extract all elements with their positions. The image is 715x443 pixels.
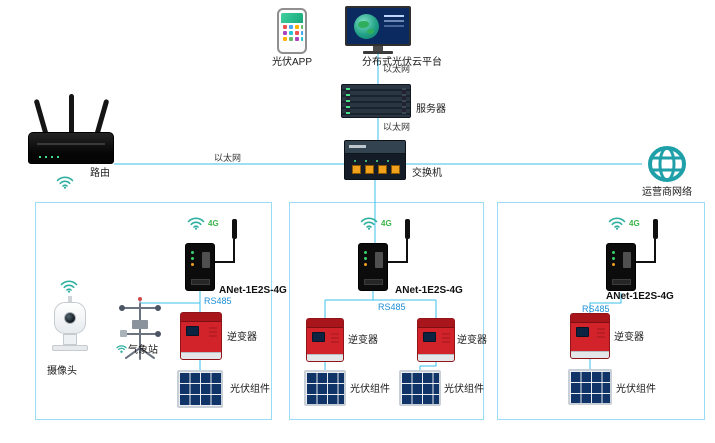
gateway-body bbox=[606, 243, 636, 291]
pv-module-label-2b: 光伏组件 bbox=[444, 384, 484, 395]
camera-lens bbox=[64, 312, 76, 324]
inverter-display bbox=[576, 327, 589, 337]
4g-badge: 4G bbox=[381, 219, 392, 228]
monitor-base bbox=[363, 51, 393, 54]
gateway-leds bbox=[364, 251, 367, 254]
wifi-icon-camera bbox=[60, 280, 78, 293]
pv-module-label-1: 光伏组件 bbox=[230, 384, 270, 395]
inverter-icon-2b bbox=[417, 318, 455, 362]
anet-gateway-icon-3: 4G bbox=[606, 217, 670, 295]
gateway-port bbox=[364, 279, 383, 285]
zone-plant-3 bbox=[497, 202, 705, 420]
ethernet-label-3: 以太网 bbox=[214, 153, 242, 163]
router-antenna-right bbox=[94, 98, 110, 137]
switch-label: 交换机 bbox=[412, 168, 442, 179]
switch-brand-mark bbox=[349, 145, 366, 148]
weather-station-label: 气象站 bbox=[128, 345, 158, 356]
pv-module-label-3: 光伏组件 bbox=[616, 384, 656, 395]
smartphone-icon bbox=[277, 8, 307, 54]
inverter-display bbox=[423, 332, 436, 342]
gateway-leds bbox=[191, 251, 194, 254]
pv-module-label-2a: 光伏组件 bbox=[350, 384, 390, 395]
screen-text-lines bbox=[384, 15, 404, 17]
rs485-label-3: RS485 bbox=[582, 304, 610, 314]
cloud-platform-label: 分布式光伏云平台 bbox=[362, 57, 442, 68]
inverter-icon-3 bbox=[570, 313, 610, 359]
wifi-icon-anet-2 bbox=[360, 217, 378, 230]
zone-plant-1 bbox=[35, 202, 272, 420]
inverter-label-2b: 逆变器 bbox=[457, 335, 487, 346]
switch-icon bbox=[344, 140, 406, 180]
inverter-label-2a: 逆变器 bbox=[348, 335, 378, 346]
gateway-port bbox=[612, 279, 631, 285]
pv-module-icon-1 bbox=[177, 370, 223, 408]
pv-app-label: 光伏APP bbox=[272, 57, 313, 68]
router-label: 路由 bbox=[90, 168, 110, 179]
router-antenna-center bbox=[69, 94, 74, 136]
pv-module-icon-3 bbox=[568, 369, 612, 405]
4g-badge: 4G bbox=[629, 219, 640, 228]
switch-top-face bbox=[345, 141, 405, 154]
app-header bbox=[281, 13, 303, 23]
anet-label-3: ANet-1E2S-4G bbox=[606, 291, 674, 302]
router-icon bbox=[28, 94, 116, 166]
anet-label-1: ANet-1E2S-4G bbox=[219, 285, 287, 296]
rs485-label-1: RS485 bbox=[204, 296, 232, 306]
inverter-display bbox=[186, 326, 199, 336]
camera-head bbox=[54, 302, 86, 334]
gateway-port bbox=[191, 279, 210, 285]
switch-leds bbox=[354, 160, 389, 162]
inverter-label-3: 逆变器 bbox=[614, 332, 644, 343]
camera-base bbox=[52, 345, 88, 351]
server-vent-column bbox=[402, 88, 406, 114]
anet-label-2: ANet-1E2S-4G bbox=[395, 285, 463, 296]
server-icon bbox=[341, 84, 411, 118]
server-led-column bbox=[346, 88, 350, 114]
antenna-icon bbox=[653, 219, 658, 239]
wifi-icon-anet-3 bbox=[608, 217, 626, 230]
camera-label: 摄像头 bbox=[47, 366, 77, 377]
pv-module-icon-2b bbox=[399, 370, 441, 406]
rs485-label-2: RS485 bbox=[378, 302, 406, 312]
phone-screen bbox=[281, 13, 303, 48]
server-label: 服务器 bbox=[416, 104, 446, 115]
pv-module-icon-2a bbox=[304, 370, 346, 406]
camera-icon bbox=[44, 296, 96, 356]
router-body bbox=[28, 132, 114, 164]
gateway-leds bbox=[612, 251, 615, 254]
inverter-icon-2a bbox=[306, 318, 344, 362]
carrier-network-label: 运营商网络 bbox=[642, 187, 692, 198]
inverter-display bbox=[312, 332, 325, 342]
weather-station-icon bbox=[119, 297, 161, 360]
earth-globe-icon bbox=[354, 14, 379, 39]
carrier-network-logo bbox=[648, 146, 686, 182]
antenna-icon bbox=[232, 219, 237, 239]
zone-plant-2 bbox=[289, 202, 484, 420]
anet-gateway-icon-1: 4G bbox=[185, 217, 249, 295]
wifi-icon-anet-1 bbox=[187, 217, 205, 230]
gateway-body bbox=[358, 243, 388, 291]
anet-gateway-icon-2: 4G bbox=[358, 217, 422, 295]
switch-ethernet-ports bbox=[352, 165, 400, 174]
app-grid bbox=[281, 23, 303, 43]
ethernet-label-2: 以太网 bbox=[383, 122, 411, 132]
4g-badge: 4G bbox=[208, 219, 219, 228]
cloud-platform-monitor-icon bbox=[345, 6, 411, 56]
antenna-icon bbox=[405, 219, 410, 239]
inverter-icon-1 bbox=[180, 312, 222, 360]
ethernet-label-1: 以太网 bbox=[383, 64, 411, 74]
monitor-screen bbox=[345, 6, 411, 46]
inverter-label-1: 逆变器 bbox=[227, 332, 257, 343]
wifi-icon-weather bbox=[116, 345, 127, 353]
router-antenna-left bbox=[33, 98, 49, 137]
wifi-icon-router bbox=[56, 176, 74, 189]
monitor-stand bbox=[373, 46, 383, 51]
gateway-body bbox=[185, 243, 215, 291]
